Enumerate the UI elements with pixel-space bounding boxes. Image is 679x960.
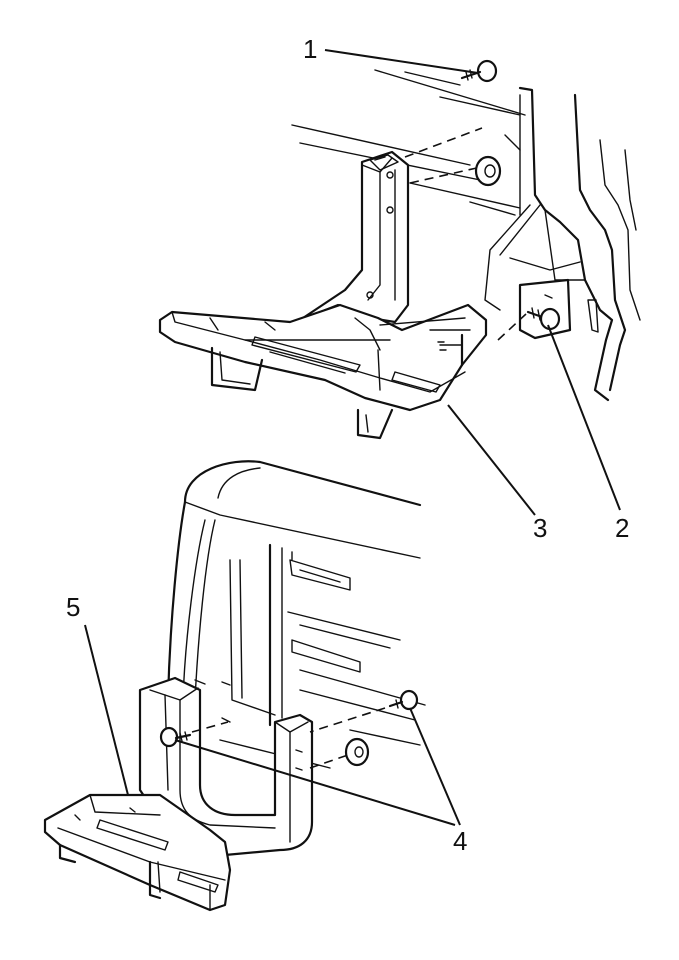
callout-3-label: 3 [533,513,547,543]
callout-1-leader [324,49,479,74]
upper-side-step-assembly: 1 2 3 [158,34,641,543]
callout-1-label: 1 [303,34,317,64]
lower-step-pad [43,793,232,912]
upper-step-pad [158,303,488,440]
callout-2-leader [547,324,621,511]
bolt-4-right [309,689,419,769]
callout-5-label: 5 [66,592,80,622]
callout-3-leader [447,404,536,516]
rocker-panel [484,86,641,402]
upper-step-arm [298,150,410,324]
callout-4-leader-left [174,739,456,826]
bolt-4-left [159,721,229,748]
bolt-1 [404,59,502,187]
callout-5-leader [84,624,129,796]
lower-body-panel [166,460,426,769]
callout-2-label: 2 [615,513,629,543]
lower-side-step-assembly: 4 5 [43,460,467,912]
rocker-bracket [518,278,572,340]
callout-4-label: 4 [453,826,467,856]
callout-4-leader-right [409,707,461,826]
